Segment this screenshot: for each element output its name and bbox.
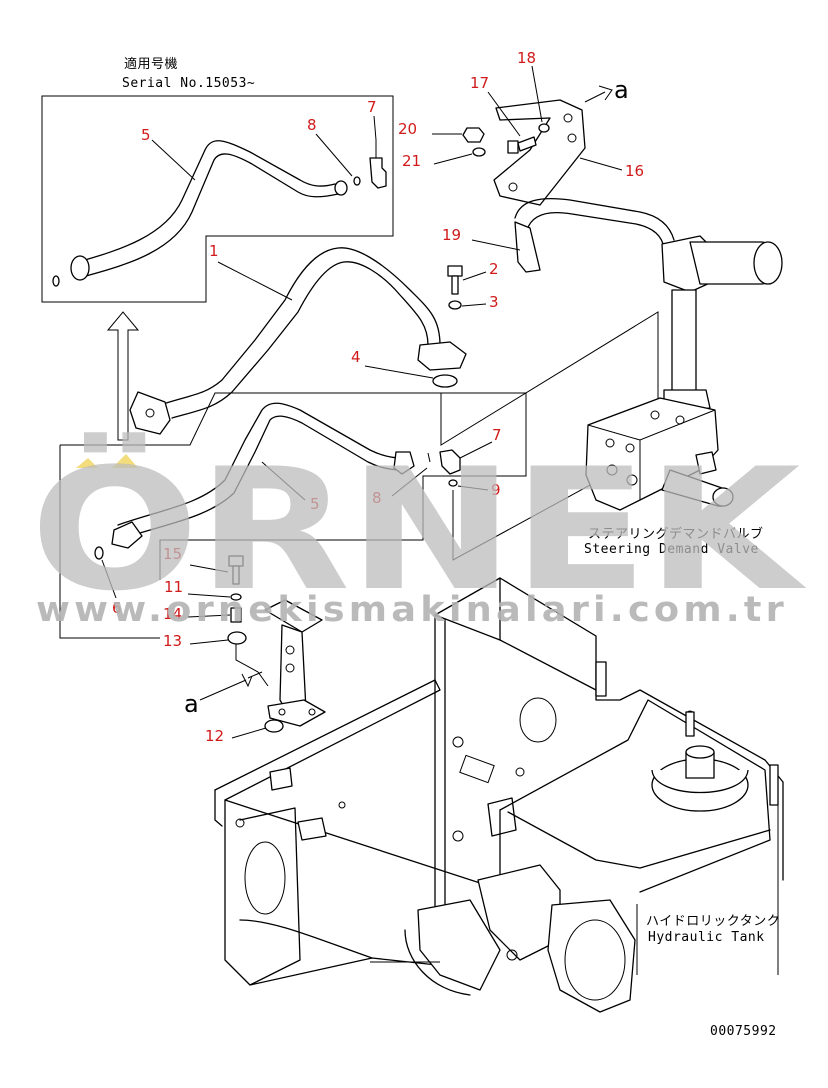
o-ring-9	[448, 479, 458, 487]
callout-12: 12	[205, 727, 224, 745]
pipe-5-frame	[60, 392, 527, 580]
callout-15: 15	[163, 545, 182, 563]
callout-11: 11	[164, 578, 183, 596]
inset-frame	[41, 95, 394, 303]
watermark-umlaut-left	[76, 458, 98, 468]
tank-label-jp: ハイドロリックタンク	[646, 914, 780, 929]
washer-18	[538, 123, 550, 133]
support-bracket	[264, 599, 326, 727]
callout-5-inset: 5	[141, 126, 151, 144]
steering-demand-valve	[585, 397, 734, 511]
inset-pipe-end	[334, 180, 348, 196]
callout-21: 21	[402, 152, 421, 170]
nut-20	[462, 127, 485, 143]
o-ring-6	[94, 546, 104, 560]
callout-8-main: 8	[372, 489, 382, 507]
pipe-5	[111, 402, 415, 549]
pipe-5-nut-right	[393, 451, 415, 475]
pipe-1	[129, 247, 467, 435]
pipe-5-nut-left	[111, 521, 143, 549]
callout-16: 16	[625, 162, 644, 180]
o-ring-4	[432, 374, 458, 388]
inset-o-ring-8	[353, 176, 361, 186]
applicable-models-label: 適用号機	[124, 56, 178, 72]
callout-1: 1	[209, 242, 219, 260]
watermark-url: www.ornekismakinalari.com.tr	[36, 590, 788, 630]
bolt-17	[507, 136, 537, 154]
washer-11	[230, 593, 242, 601]
o-ring-8	[427, 452, 431, 463]
watermark-brand: ÖRNEK	[30, 432, 807, 628]
watermark-umlaut-right	[112, 454, 138, 468]
main-frame-structure	[214, 577, 784, 1013]
view-arrow-mid	[241, 671, 263, 688]
tank-filler-cap	[651, 745, 749, 812]
washer-12	[264, 719, 284, 733]
bolt-2	[447, 265, 463, 295]
drawing-number: 00075992	[710, 1024, 777, 1039]
washer-21	[472, 147, 486, 157]
tank-label-en: Hydraulic Tank	[648, 930, 765, 945]
bolt-15	[228, 555, 244, 585]
callout-13: 13	[163, 632, 182, 650]
inset-o-ring	[52, 275, 60, 287]
pipe-1-flange-right	[417, 341, 467, 371]
serial-number-label: Serial No.15053~	[122, 76, 255, 91]
inset-pipe	[70, 140, 348, 281]
valve-label-en: Steering Demand Valve	[584, 542, 759, 557]
callout-3: 3	[489, 293, 499, 311]
callout-7-inset: 7	[367, 98, 377, 116]
washer-3	[448, 300, 462, 310]
callout-19: 19	[442, 226, 461, 244]
callout-2: 2	[489, 260, 499, 278]
callout-18: 18	[517, 49, 536, 67]
view-marker-a-mid: a	[184, 690, 199, 718]
valve-connector-lines-2	[452, 454, 646, 561]
inset-elbow-fitting-7	[369, 140, 387, 189]
elbow-fitting-7	[439, 449, 461, 475]
pipe-1-flange-left	[129, 391, 171, 435]
view-arrow-up	[106, 311, 140, 441]
callout-14: 14	[163, 605, 182, 623]
inset-pipe-nut	[70, 255, 90, 281]
view-arrow-top	[584, 85, 613, 103]
washer-13	[227, 631, 247, 645]
valve-riser-pipe	[671, 289, 697, 396]
valve-connector-lines	[440, 311, 659, 446]
tank-outlet-pipes	[404, 864, 636, 1013]
callout-7-main: 7	[492, 426, 502, 444]
pipe-19-assembly	[514, 197, 783, 413]
spacer-14	[230, 607, 242, 623]
callout-8-inset: 8	[307, 116, 317, 134]
callout-17: 17	[470, 74, 489, 92]
callout-5-main: 5	[310, 495, 320, 513]
view-marker-a-top: a	[614, 76, 629, 104]
callout-20: 20	[398, 120, 417, 138]
bracket-guide-line	[235, 644, 269, 687]
watermark: ÖRNEK www.ornekismakinalari.com.tr	[30, 432, 809, 630]
valve-label-jp: ステアリングデマンドバルブ	[588, 526, 764, 542]
callout-4: 4	[351, 348, 361, 366]
bracket-16	[493, 99, 586, 206]
callout-6: 6	[112, 599, 122, 617]
callout-9: 9	[491, 481, 501, 499]
main-left-frame	[59, 445, 160, 639]
